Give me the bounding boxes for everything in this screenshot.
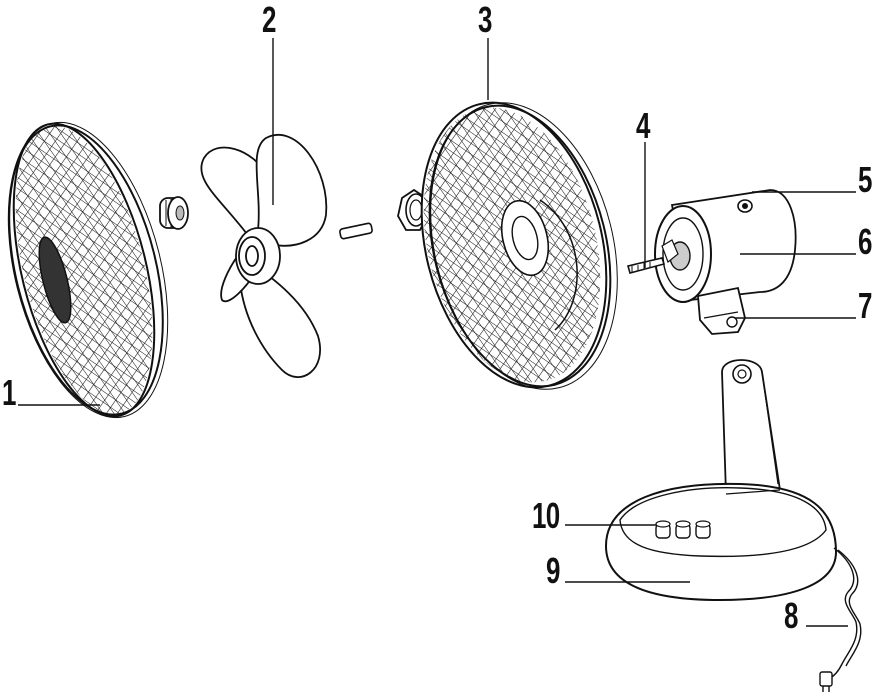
callout-3: 3 xyxy=(478,2,492,38)
callout-9: 9 xyxy=(546,553,560,589)
fan-blade xyxy=(201,135,326,377)
rear-grille xyxy=(394,83,646,410)
motor-assembly xyxy=(628,190,796,334)
callout-8: 8 xyxy=(784,598,798,634)
base-stand xyxy=(606,360,836,600)
spinner-cap xyxy=(160,197,188,229)
front-grille xyxy=(0,106,195,434)
callout-10: 10 xyxy=(532,498,559,534)
callout-4: 4 xyxy=(636,108,650,144)
callout-6: 6 xyxy=(858,224,872,260)
callout-5: 5 xyxy=(858,162,872,198)
callout-7: 7 xyxy=(858,288,872,324)
shaft-pin xyxy=(339,223,372,239)
speed-buttons xyxy=(656,521,710,538)
callout-1: 1 xyxy=(2,375,16,411)
callout-2: 2 xyxy=(262,2,276,38)
